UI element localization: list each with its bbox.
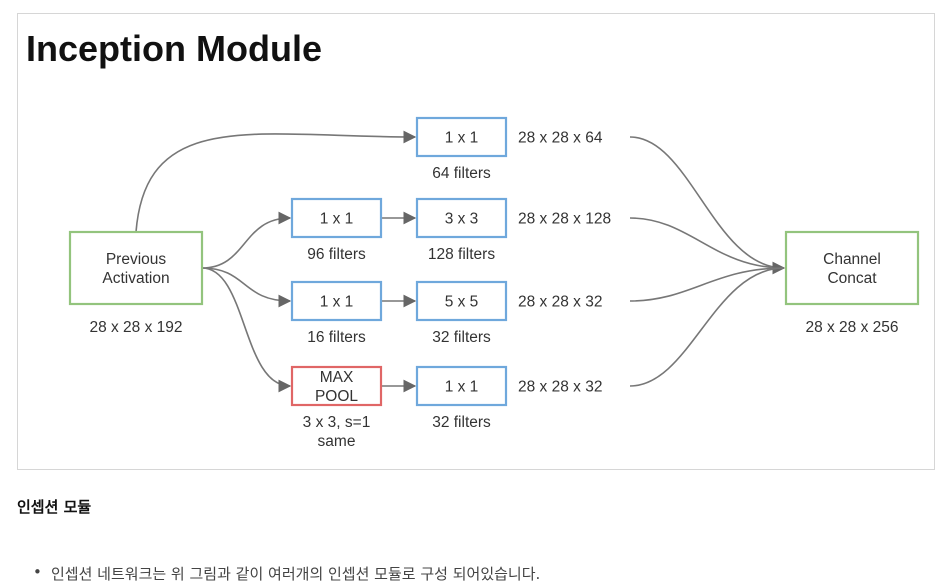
branch3-stage1-box-border [290,280,383,322]
channel-concat-box-label: Channel [823,251,881,268]
branch3-out-dims: 28 x 28 x 32 [518,294,602,311]
branch4-stage2-box-border [415,365,508,407]
branch1-stage2-box-label: 1 x 1 [445,130,479,147]
bullet-item: 인셉션 네트워크는 위 그림과 같이 여러개의 인셉션 모듈로 구성 되어있습니… [33,563,540,584]
branch3-stage2-box-border [415,280,508,322]
branch2-stage1-box-border [290,197,383,239]
figure-title: Inception Module [26,28,322,69]
branch2-stage2-box-border [415,197,508,239]
bullet-list: 인셉션 네트워크는 위 그림과 같이 여러개의 인셉션 모듈로 구성 되어있습니… [33,563,540,584]
channel-concat-box-label: Concat [827,270,877,287]
branch1-stage2-note: 64 filters [432,165,491,182]
branch4-input-arrow [201,267,292,393]
branch4-stage2-box: 1 x 1 [415,365,508,407]
branch4-stage2-box-label: 1 x 1 [445,379,479,396]
input-dims-label: 28 x 28 x 192 [89,319,182,336]
branch1-concat-line [629,136,785,269]
branch4-stage1-box-label: POOL [315,388,358,405]
branch4-stage2-note: 32 filters [432,414,491,431]
branch3-stage2-box: 5 x 5 [415,280,508,322]
branch1-input-arrow [135,130,417,233]
branch4-stage1-note: same [318,433,356,450]
branch2-stage2-box-label: 3 x 3 [445,211,479,228]
branch3-input-arrow [201,267,292,308]
output-dims-label: 28 x 28 x 256 [805,319,898,336]
branch3-stage1-box: 1 x 1 [290,280,383,322]
branch4-stage1-box-label: MAX [320,369,354,386]
branch2-stage1-box: 1 x 1 [290,197,383,239]
channel-concat-box-border [784,230,920,306]
branch3-stage2-box-label: 5 x 5 [445,294,479,311]
branch2-input-arrow [201,211,292,269]
branch3-concat-line [629,267,785,302]
branch3-stage2-note: 32 filters [432,329,491,346]
branch2-stage2-note: 128 filters [428,246,495,263]
branch4-stage1-box: MAX POOL [290,365,383,407]
branch2-stage1-box-label: 1 x 1 [320,211,354,228]
branch2-out-dims: 28 x 28 x 128 [518,211,611,228]
branch4-concat-line [629,267,785,387]
branch2-stage1-note: 96 filters [307,246,366,263]
branch3-stage1-box-label: 1 x 1 [320,294,354,311]
branch4-stage1-box-border [290,365,383,407]
branch2-stage2-box: 3 x 3 [415,197,508,239]
branch1-stage2-box: 1 x 1 [415,116,508,158]
branch1-stage2-box-border [415,116,508,158]
previous-activation-box-label: Previous [106,251,167,268]
previous-activation-box-label: Activation [102,270,169,287]
branch4-out-dims: 28 x 28 x 32 [518,379,602,396]
previous-activation-box-border [68,230,204,306]
branch3-stage1-note: 16 filters [307,329,366,346]
branch1-out-dims: 28 x 28 x 64 [518,130,603,147]
connector-arrows [135,130,786,393]
figure-caption: 인셉션 모듈 [17,498,92,516]
branch2-concat-arrow [629,217,786,275]
branch4-stage1-note: 3 x 3, s=1 [303,414,371,431]
